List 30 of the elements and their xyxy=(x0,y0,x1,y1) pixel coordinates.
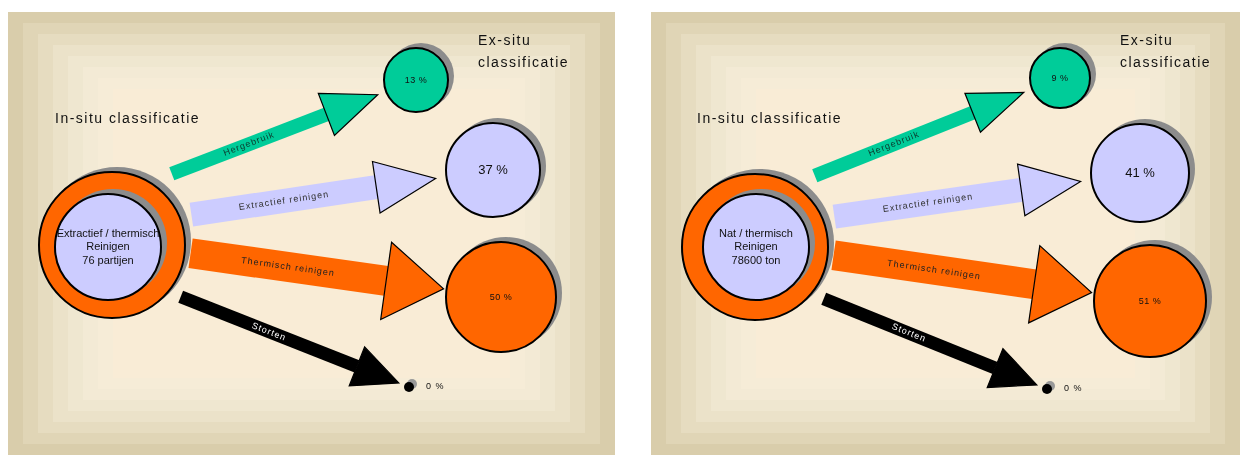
node-text: 13 % xyxy=(404,74,428,86)
node-text: Nat / thermisch xyxy=(719,227,793,241)
heading-label: In-situ classificatie xyxy=(697,109,844,128)
block-arrow xyxy=(821,292,1038,389)
node-text: 37 % xyxy=(478,162,508,178)
circle-node xyxy=(1042,384,1052,394)
percentage-label: 0 % xyxy=(426,381,445,391)
node-text: 50 % xyxy=(489,291,513,303)
block-arrow xyxy=(812,91,1025,183)
block-arrow xyxy=(831,240,1093,324)
edge-label: Thermisch reinigen xyxy=(886,258,982,281)
block-arrow xyxy=(178,290,400,387)
block-arrow xyxy=(188,238,445,321)
percentage-label: 0 % xyxy=(1064,383,1083,393)
node-text: 78600 ton xyxy=(731,253,781,267)
node-text: 51 % xyxy=(1138,295,1162,307)
node-text: Reinigen xyxy=(734,240,778,254)
node-text: Reinigen xyxy=(86,240,130,254)
circle-node xyxy=(404,382,414,392)
block-arrow xyxy=(169,92,379,181)
edge-label: Extractief reinigen xyxy=(882,192,974,215)
node-text: Extractief / thermisch xyxy=(56,227,160,241)
edge-label: Extractief reinigen xyxy=(238,189,330,212)
node-text: 76 partijen xyxy=(82,253,134,267)
node-text: 9 % xyxy=(1051,72,1069,84)
node-text: 41 % xyxy=(1125,165,1155,181)
heading-label: Ex-situ classificatie xyxy=(478,31,571,72)
edge-label: Thermisch reinigen xyxy=(240,256,336,279)
heading-label: In-situ classificatie xyxy=(55,109,202,128)
heading-label: Ex-situ classificatie xyxy=(1120,31,1213,72)
